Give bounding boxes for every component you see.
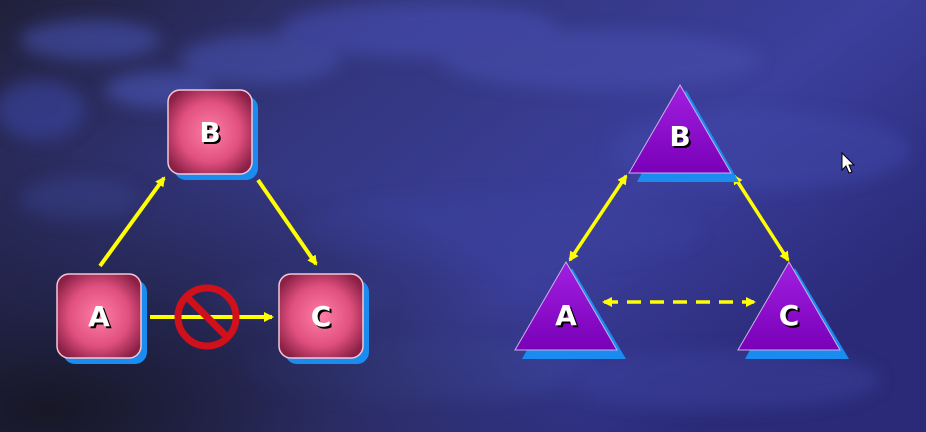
node-c-label-shadow: C	[313, 302, 334, 335]
left-diagram: B B A A C C	[56, 89, 369, 364]
right-node-a-label-shadow: A	[557, 301, 579, 334]
node-c: C C	[278, 273, 369, 364]
node-c-triangle: C C	[737, 261, 849, 359]
node-b-label: B	[199, 116, 220, 149]
node-c-label: C	[311, 300, 332, 333]
node-b-triangle: B B	[628, 84, 739, 182]
right-node-c-label: C	[779, 299, 800, 332]
edge-b-c-bidirectional	[732, 174, 790, 262]
edge-b-to-c	[256, 178, 318, 266]
node-a-label-shadow: A	[90, 302, 112, 335]
node-a-triangle: A A	[514, 261, 626, 359]
right-node-b-label-shadow: B	[671, 122, 692, 155]
node-a: A A	[56, 273, 147, 364]
no-entry-sign-icon	[174, 284, 240, 350]
right-node-a-label: A	[555, 299, 577, 332]
right-node-c-label-shadow: C	[781, 301, 802, 334]
right-diagram: B B A A C C	[514, 84, 849, 359]
node-b: B B	[167, 89, 258, 180]
node-a-label: A	[88, 300, 110, 333]
mouse-pointer-icon	[841, 151, 856, 174]
right-node-b-label: B	[669, 120, 690, 153]
edge-a-to-b	[98, 176, 166, 268]
node-b-label-shadow: B	[201, 118, 222, 151]
edge-a-b-bidirectional	[568, 174, 628, 262]
